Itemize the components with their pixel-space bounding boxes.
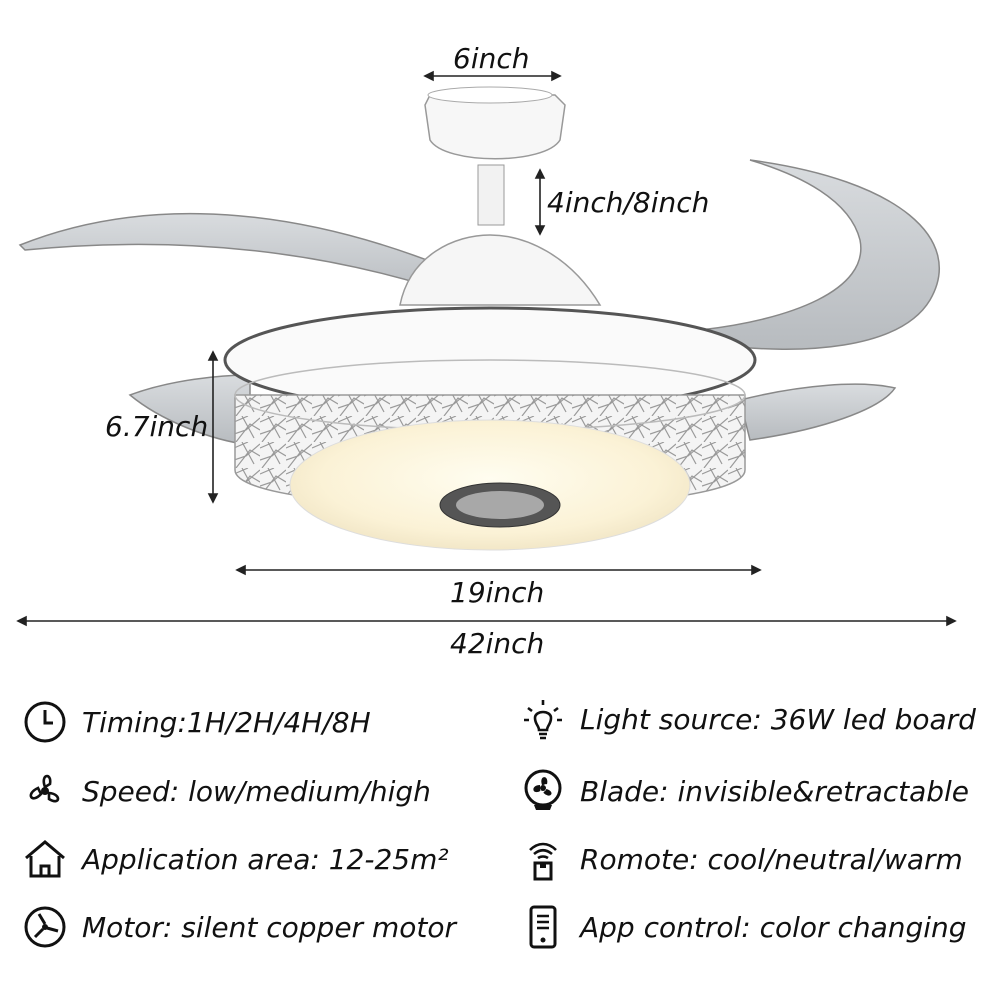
clock-icon — [20, 697, 70, 747]
feature-timing: Timing:1H/2H/4H/8H — [20, 694, 371, 750]
feature-speed: Speed: low/medium/high — [20, 763, 431, 819]
feature-text: Light source: 36W led board — [580, 702, 976, 736]
blade-icon — [518, 766, 568, 816]
feature-blade: Blade: invisible&retractable — [518, 763, 969, 819]
fan-light-body — [223, 306, 757, 551]
downrod-length-label: 4inch/8inch — [547, 186, 710, 219]
feature-light-source: Light source: 36W led board — [518, 691, 976, 747]
feature-text: Romote: cool/neutral/warm — [580, 842, 963, 876]
feature-text: Speed: low/medium/high — [82, 774, 431, 808]
remote-icon — [518, 834, 568, 884]
body-diameter-label: 19inch — [450, 576, 545, 609]
feature-text: Motor: silent copper motor — [82, 910, 456, 944]
canopy-width-label: 6inch — [453, 42, 530, 75]
house-icon — [20, 834, 70, 884]
feature-text: Application area: 12-25m² — [82, 842, 449, 876]
feature-text: Timing:1H/2H/4H/8H — [82, 705, 371, 739]
feature-motor: Motor: silent copper motor — [20, 899, 456, 955]
body-height-label: 6.7inch — [105, 410, 209, 443]
feature-app-control: App control: color changing — [518, 899, 967, 955]
feature-text: App control: color changing — [580, 910, 967, 944]
motor-icon — [20, 902, 70, 952]
canopy — [399, 86, 602, 306]
fan-blades — [18, 159, 940, 446]
feature-text: Blade: invisible&retractable — [580, 774, 970, 808]
phone-app-icon — [518, 902, 568, 952]
feature-remote: Romote: cool/neutral/warm — [518, 831, 963, 887]
ceiling-fan-illustration — [16, 70, 957, 627]
feature-application-area: Application area: 12-25m² — [20, 831, 449, 887]
light-bulb-icon — [518, 694, 568, 744]
fan-icon — [20, 766, 70, 816]
dimension-arrows — [16, 70, 957, 627]
blade-span-label: 42inch — [450, 627, 545, 660]
